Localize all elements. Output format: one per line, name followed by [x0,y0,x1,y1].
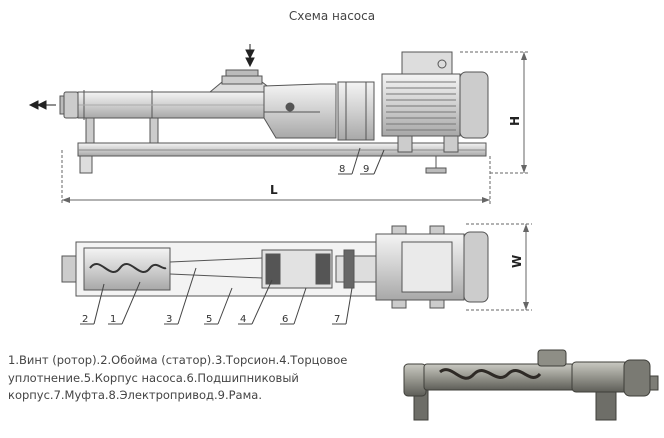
side-view [59,51,489,174]
motor-body [381,73,461,137]
suction-flange [221,75,263,85]
pump-photo [403,349,659,421]
callout-1: 1 [110,314,116,325]
dimension-L [61,150,491,204]
dimension-W [466,223,532,311]
legend-line-3: корпус.7.Муфта.8.Электропривод.9.Рама. [8,388,262,402]
discharge-flange [63,91,79,119]
callout-8: 8 [339,164,345,175]
dimension-L-label: L [270,183,278,197]
motor-fan-cover [459,71,489,139]
dimension-W-label: W [510,255,524,268]
legend-line-2: уплотнение.5.Корпус насоса.6.Подшипников… [8,370,299,385]
flow-arrows [28,44,255,110]
callout-4: 4 [240,314,246,325]
terminal-box [401,51,453,75]
dimension-H [460,51,530,174]
bearing-housing [263,83,337,139]
diagram-title: Схема насоса [288,9,376,23]
coupling-section [335,255,377,283]
stator-section [83,247,171,291]
callout-2: 2 [82,314,88,325]
legend-line-1: 1.Винт (ротор).2.Обойма (статор).3.Торси… [8,353,348,367]
callout-9: 9 [363,164,369,175]
parts-legend: 1.Винт (ротор).2.Обойма (статор).3.Торси… [8,352,388,405]
callout-7: 7 [334,314,340,325]
dimension-H-label: H [508,116,522,126]
coupling-guard [337,81,375,141]
callout-6: 6 [282,314,288,325]
callout-3: 3 [166,314,172,325]
callout-5: 5 [206,314,212,325]
top-view [61,225,489,309]
